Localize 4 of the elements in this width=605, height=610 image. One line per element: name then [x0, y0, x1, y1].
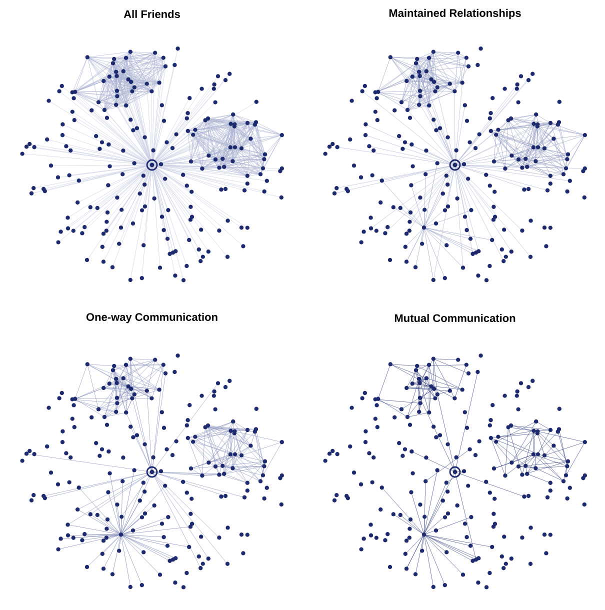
panel-title: All Friends — [124, 10, 180, 18]
panel-title: Mutual Communication — [394, 314, 516, 322]
panel-title: Maintained Relationships — [389, 8, 521, 20]
panel-title: One-way Communication — [86, 312, 218, 324]
